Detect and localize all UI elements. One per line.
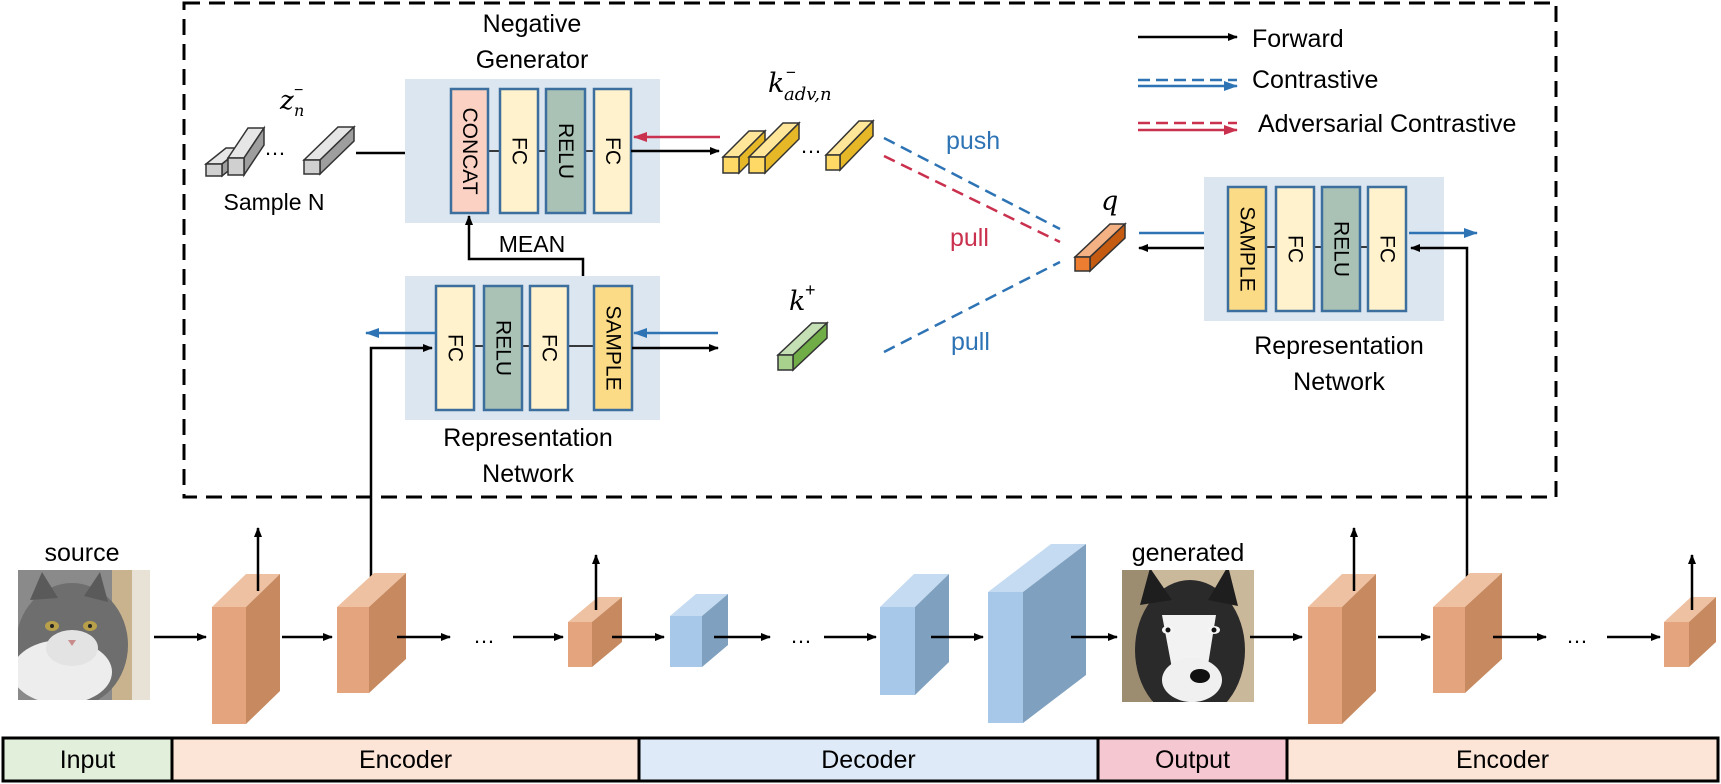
decoder-block-1 bbox=[670, 594, 728, 667]
relu-label: RELU bbox=[554, 123, 577, 179]
stage-bar: Input Encoder Decoder Output Encoder bbox=[1, 736, 1720, 783]
sample-label: SAMPLE bbox=[602, 305, 625, 390]
push-line bbox=[883, 136, 1061, 231]
noise-ellipsis: … bbox=[264, 135, 286, 160]
z-neg-symbol: z bbox=[279, 86, 294, 116]
stage-label: Decoder bbox=[821, 746, 916, 774]
stage-label: Encoder bbox=[359, 746, 452, 774]
adversarial-negatives: … k adv,n − bbox=[721, 63, 875, 175]
fc-label: FC bbox=[444, 334, 467, 362]
source-feature-arrow bbox=[369, 344, 433, 577]
noise-samples: … z n − Sample N bbox=[203, 82, 356, 215]
pull-adversarial-label: pull bbox=[950, 224, 989, 252]
stage-segment-output bbox=[1096, 736, 1289, 783]
adv-negative-vector bbox=[824, 119, 875, 172]
encoder-block-2 bbox=[337, 573, 406, 693]
fc-block bbox=[434, 284, 476, 412]
fc-block bbox=[498, 87, 540, 215]
push-label: push bbox=[946, 127, 1000, 155]
fc-block bbox=[1366, 185, 1408, 313]
decoder-block-3 bbox=[988, 544, 1086, 723]
relu-label: RELU bbox=[1330, 221, 1353, 277]
encoder-block-6 bbox=[1664, 597, 1716, 667]
encoder-block-4 bbox=[1308, 574, 1376, 724]
positive-pull-line bbox=[883, 260, 1061, 354]
stage-segment-input bbox=[1, 736, 174, 783]
generated-feature-arrow bbox=[1410, 244, 1469, 577]
sample-label: SAMPLE bbox=[1236, 206, 1259, 291]
adv-ellipsis: … bbox=[800, 133, 822, 158]
concat-label: CONCAT bbox=[458, 107, 481, 194]
q-symbol: q bbox=[1101, 186, 1118, 217]
fc-block bbox=[1274, 185, 1316, 313]
fc-label: FC bbox=[1284, 235, 1307, 263]
encoder-block-1 bbox=[212, 574, 280, 724]
stage-segment-encoder bbox=[170, 736, 641, 783]
rep-net-right-title-2: Network bbox=[1293, 368, 1385, 396]
sample-n-label: Sample N bbox=[224, 189, 325, 215]
stage-segment-encoder bbox=[1285, 736, 1720, 783]
k-pos-superscript: + bbox=[805, 280, 816, 300]
pipeline-ellipsis: … bbox=[473, 623, 495, 648]
relu-block bbox=[482, 284, 524, 412]
source-label: source bbox=[44, 539, 119, 567]
positive-key: k + bbox=[776, 280, 829, 372]
k-pos-symbol: k bbox=[789, 286, 805, 317]
legend: Forward Contrastive Adversarial Contrast… bbox=[1138, 25, 1516, 138]
sample-block bbox=[1226, 185, 1268, 313]
adv-negative-vector bbox=[747, 121, 801, 175]
noise-vector bbox=[302, 125, 356, 176]
z-neg-superscript: − bbox=[294, 82, 303, 99]
rep-net-right-title-1: Representation bbox=[1254, 332, 1424, 360]
pipeline: source … bbox=[18, 527, 1716, 724]
noise-vector bbox=[226, 125, 266, 178]
representation-network-left: FC RELU FC SAMPLE Representation Network bbox=[405, 276, 660, 488]
pipeline-ellipsis: … bbox=[790, 623, 812, 648]
stage-label: Output bbox=[1155, 746, 1230, 774]
fc-block bbox=[528, 284, 570, 412]
fc-label: FC bbox=[538, 334, 561, 362]
source-image bbox=[18, 570, 150, 700]
representation-network-right: SAMPLE FC RELU FC Representation Network bbox=[1204, 177, 1444, 396]
generated-label: generated bbox=[1132, 539, 1245, 567]
concat-block bbox=[449, 87, 490, 215]
legend-contrastive-label: Contrastive bbox=[1252, 66, 1378, 94]
negative-generator-title-2: Generator bbox=[476, 46, 589, 74]
relu-label: RELU bbox=[492, 320, 515, 376]
adversarial-pull-line bbox=[883, 154, 1061, 244]
k-adv-symbol: k bbox=[768, 68, 784, 99]
negative-generator: Negative Generator CONCAT FC RELU FC bbox=[405, 10, 660, 223]
encoder-block-3 bbox=[568, 597, 622, 667]
decoder-block-2 bbox=[880, 574, 949, 695]
generated-image bbox=[1122, 570, 1254, 702]
stage-label: Encoder bbox=[1456, 746, 1549, 774]
fc-label: FC bbox=[1376, 235, 1399, 263]
encoder-block-5 bbox=[1433, 573, 1502, 693]
legend-forward-label: Forward bbox=[1252, 25, 1344, 53]
mean-label: MEAN bbox=[499, 231, 565, 257]
contrastive-module-frame bbox=[182, 1, 1558, 499]
pull-positive-label: pull bbox=[951, 328, 990, 356]
z-neg-subscript: n bbox=[294, 101, 304, 120]
rep-net-left-title-1: Representation bbox=[443, 424, 613, 452]
stage-label: Input bbox=[60, 746, 116, 774]
relu-block bbox=[1320, 185, 1362, 313]
legend-adversarial-label: Adversarial Contrastive bbox=[1258, 110, 1516, 138]
relu-block bbox=[544, 87, 587, 215]
negative-generator-title-1: Negative bbox=[483, 10, 582, 38]
query-vector: q bbox=[1073, 186, 1127, 273]
fc-label: FC bbox=[508, 137, 531, 165]
rep-net-left-title-2: Network bbox=[482, 460, 574, 488]
k-adv-superscript: − bbox=[786, 63, 796, 82]
pipeline-ellipsis: … bbox=[1566, 623, 1588, 648]
fc-label: FC bbox=[601, 137, 624, 165]
k-adv-subscript: adv,n bbox=[784, 84, 832, 105]
